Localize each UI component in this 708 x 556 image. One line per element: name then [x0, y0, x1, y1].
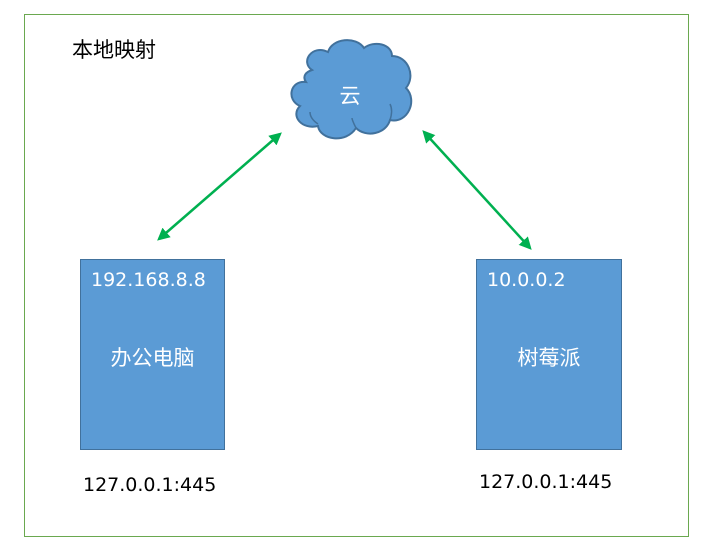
node-office-computer: 192.168.8.8 办公电脑 — [80, 259, 225, 450]
node-name: 树莓派 — [517, 346, 581, 370]
node-ip: 192.168.8.8 — [91, 269, 206, 291]
node-address: 127.0.0.1:445 — [83, 474, 217, 496]
node-ip: 10.0.0.2 — [487, 269, 566, 291]
diagram-title: 本地映射 — [72, 38, 156, 62]
cloud-shape — [290, 39, 413, 140]
arrow-office-to-cloud — [157, 132, 282, 241]
node-name: 办公电脑 — [110, 346, 195, 370]
node-address: 127.0.0.1:445 — [479, 471, 613, 493]
diagram-frame — [24, 14, 689, 537]
cloud-label: 云 — [340, 84, 361, 108]
node-raspberry-pi: 10.0.0.2 树莓派 — [476, 259, 622, 450]
arrow-cloud-to-pi — [422, 130, 532, 250]
